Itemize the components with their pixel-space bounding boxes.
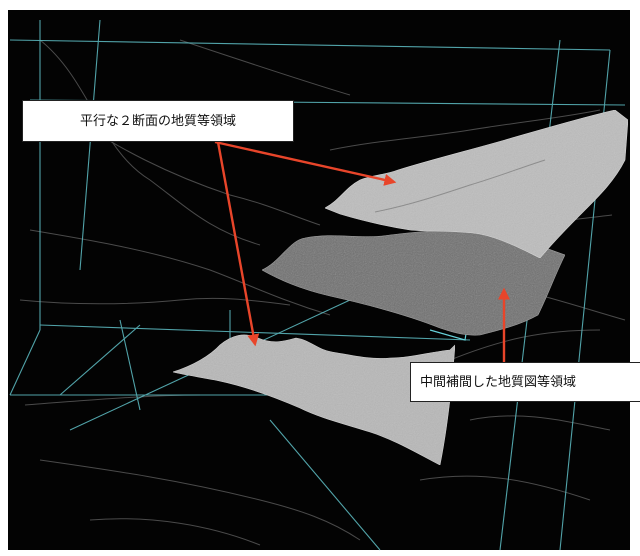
arrow-to-upper-section xyxy=(214,140,397,186)
grid-line xyxy=(59,324,141,396)
contour-lines xyxy=(19,39,626,546)
contour-line xyxy=(179,39,351,96)
contour-line xyxy=(89,518,261,546)
contour-line xyxy=(39,459,361,541)
interpolated-surface xyxy=(261,229,566,336)
callout-interpolated-label: 中間補間した地質図等領域 xyxy=(420,374,577,390)
contour-line xyxy=(419,475,591,501)
callout-parallel-sections-label: 平行な２断面の地質等領域 xyxy=(79,113,236,129)
contour-line xyxy=(469,415,611,431)
contour-line xyxy=(19,297,291,306)
grid-line xyxy=(79,19,101,271)
arrow-to-lower-section xyxy=(216,141,260,347)
contour-line xyxy=(39,39,261,246)
callout-interpolated-area: 中間補間した地質図等領域 xyxy=(410,362,640,402)
grid-line xyxy=(39,324,471,341)
contour-line xyxy=(449,329,601,361)
contour-line xyxy=(329,109,601,151)
grid-line xyxy=(9,329,41,396)
contour-line xyxy=(29,229,331,316)
upper-surface-ridge xyxy=(374,159,546,213)
upper-section-surface xyxy=(324,109,629,259)
grid-line xyxy=(269,419,381,551)
pointer-arrows xyxy=(214,140,510,362)
grid-line xyxy=(119,319,141,411)
callout-parallel-sections: 平行な２断面の地質等領域 xyxy=(22,100,294,142)
grid-line xyxy=(9,39,611,51)
